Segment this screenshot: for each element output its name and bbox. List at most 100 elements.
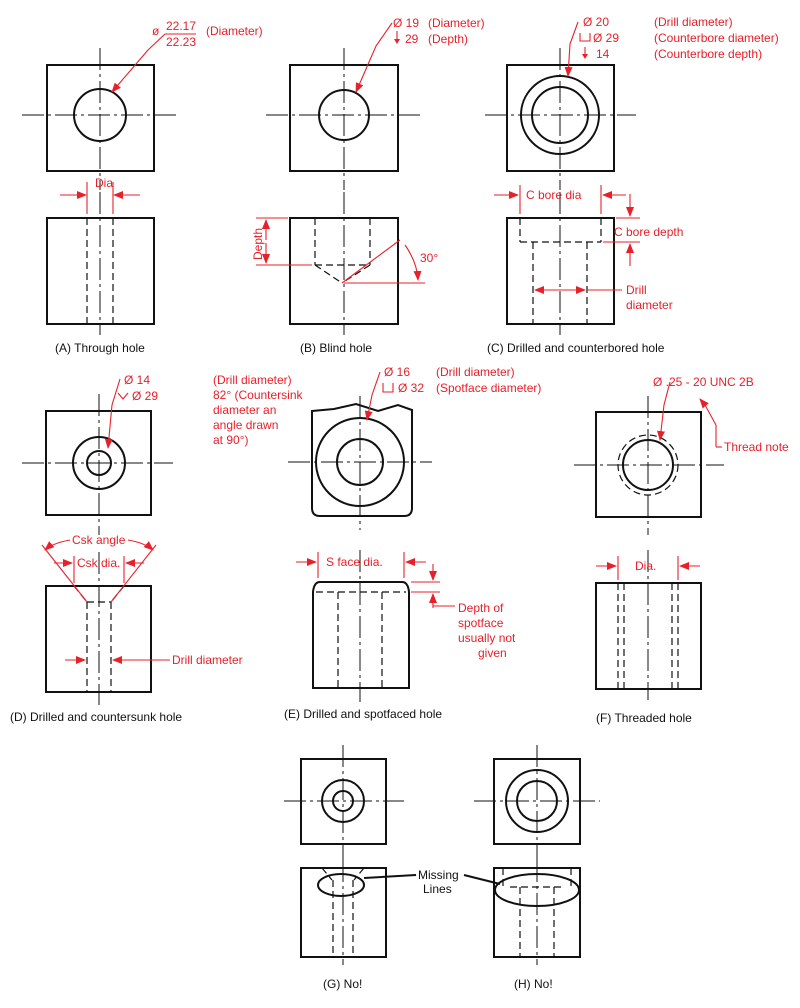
panel-d-csk-angle-label: Csk angle <box>72 533 126 547</box>
panel-b-diameter-note: (Diameter) <box>428 16 485 30</box>
panel-c-cbore-dia-label: C bore dia <box>526 188 582 202</box>
panel-c-counterbored-hole: Ø 20 (Drill diameter) Ø 29 (Counterbore … <box>485 15 779 355</box>
panel-e-top-view <box>288 396 432 530</box>
spotface-symbol-icon <box>382 383 394 393</box>
panel-h-incorrect: (H) No! <box>474 745 600 991</box>
panel-d-note-line-1: (Drill diameter) <box>213 373 292 387</box>
panel-b-angle-label: 30° <box>420 251 438 265</box>
panel-a-diameter-lower-limit: 22.23 <box>166 35 196 49</box>
panel-c-drill-note: (Drill diameter) <box>654 15 733 29</box>
missing-lines-label: Missing Lines <box>363 868 501 896</box>
panel-a-caption: (A) Through hole <box>55 341 145 355</box>
panel-g-caption: (G) No! <box>323 977 362 991</box>
panel-d-csk-dia-dimension: Csk dia. <box>54 556 144 583</box>
panel-g-top-view <box>284 745 404 860</box>
panel-a-front-view <box>46 192 155 335</box>
panel-d-csk-angle-dimension: Csk angle <box>41 533 157 603</box>
panel-d-callout: Ø 14 Ø 29 <box>104 373 158 449</box>
panel-f-dia-dimension: Dia. <box>596 556 700 580</box>
panel-c-top-view <box>485 48 636 190</box>
panel-e-sface-label: S face dia. <box>326 555 383 569</box>
panel-b-depth-note: (Depth) <box>428 32 468 46</box>
panel-e-spotface-value: Ø 32 <box>398 381 424 395</box>
panel-c-front-view <box>506 192 615 335</box>
panel-e-drill-value: Ø 16 <box>384 365 410 379</box>
panel-e-spotface-note: (Spotface diameter) <box>436 381 541 395</box>
panel-e-front-view <box>312 550 410 702</box>
panel-h-top-view <box>474 745 600 860</box>
panel-f-front-view <box>595 550 702 700</box>
panel-c-drill-label-1: Drill <box>626 283 647 297</box>
panel-e-sface-dimension: S face dia. <box>296 552 426 578</box>
panel-c-caption: (C) Drilled and counterbored hole <box>487 341 665 355</box>
panel-d-top-view <box>22 394 173 535</box>
countersink-symbol-icon <box>117 392 129 400</box>
counterbore-symbol-icon <box>579 33 591 42</box>
panel-d-csk-value: Ø 29 <box>132 389 158 403</box>
panel-d-note-line-5: at 90°) <box>213 433 248 447</box>
panel-a-callout: ø 22.17 22.23 (Diameter) <box>111 19 263 93</box>
panel-d-note-line-4: angle drawn <box>213 418 278 432</box>
panel-e-depth-line-1: Depth of <box>458 601 504 615</box>
panel-e-depth-dimension: Depth of spotface usually not given <box>411 564 516 660</box>
panel-a-leader <box>111 33 166 93</box>
panel-c-depth-value: 14 <box>596 47 610 61</box>
panel-a-diameter-symbol: ø <box>152 24 160 38</box>
panel-d-note-line-2: 82° (Countersink <box>213 388 304 402</box>
panel-f-leader <box>657 381 671 441</box>
panel-c-drill-dimension: Drill diameter <box>534 283 673 312</box>
panel-a-through-hole: ø 22.17 22.23 (Diameter) Dia (A) Through… <box>22 19 263 355</box>
panel-f-thread-note-leader <box>699 398 717 426</box>
panel-e-depth-line-3: usually not <box>458 631 516 645</box>
panel-f-top-view <box>574 396 724 535</box>
panel-b-front-view <box>289 192 399 335</box>
panel-b-angle-dimension: 30° <box>341 239 438 284</box>
panel-b-blind-hole: Ø 19 (Diameter) 29 (Depth) Depth <box>251 16 485 355</box>
panel-d-countersunk-hole: Ø 14 Ø 29 (Drill diameter) 82° (Counters… <box>10 373 304 724</box>
panel-a-dia-label: Dia <box>95 176 113 190</box>
panel-a-diameter-note: (Diameter) <box>206 24 263 38</box>
panel-c-leader <box>564 21 579 77</box>
panel-h-front-view <box>493 860 581 965</box>
panel-d-drill-label: Drill diameter <box>172 653 243 667</box>
panel-d-front-view <box>45 552 152 705</box>
panel-d-drill-dimension: Drill diameter <box>65 653 243 667</box>
panel-d-note-line-3: diameter an <box>213 403 276 417</box>
panel-g-front-view <box>300 860 387 965</box>
panel-d-leader <box>104 378 121 449</box>
panel-c-drill-value: Ø 20 <box>583 15 609 29</box>
missing-lines-text-1: Missing <box>418 868 459 882</box>
panel-e-caption: (E) Drilled and spotfaced hole <box>284 707 442 721</box>
panel-e-spotfaced-hole: Ø 16 (Drill diameter) Ø 32 (Spotface dia… <box>284 365 541 721</box>
panel-b-diameter-value: Ø 19 <box>393 16 419 30</box>
panel-f-thread-callout: Ø .25 - 20 UNC 2B <box>653 375 754 389</box>
panel-c-cbore-dia-dimension: C bore dia <box>494 185 626 214</box>
panel-f-thread-note: Thread note <box>724 440 789 454</box>
panel-b-depth-label: Depth <box>251 228 265 260</box>
panel-e-depth-line-4: given <box>478 646 507 660</box>
panel-b-top-view <box>266 48 420 190</box>
panel-c-drill-label-2: diameter <box>626 298 673 312</box>
panel-b-caption: (B) Blind hole <box>300 341 372 355</box>
panel-a-dia-dimension: Dia <box>60 176 140 214</box>
panel-a-top-view <box>22 48 176 190</box>
panel-e-leader <box>364 371 381 421</box>
panel-d-note: (Drill diameter) 82° (Countersink diamet… <box>213 373 304 447</box>
panel-d-caption: (D) Drilled and countersunk hole <box>10 710 182 724</box>
panel-h-caption: (H) No! <box>514 977 553 991</box>
panel-d-csk-dia-label: Csk dia. <box>77 556 120 570</box>
panel-e-callout: Ø 16 (Drill diameter) Ø 32 (Spotface dia… <box>364 365 541 421</box>
panel-d-drill-value: Ø 14 <box>124 373 150 387</box>
panel-e-depth-line-2: spotface <box>458 616 504 630</box>
panel-e-drill-note: (Drill diameter) <box>436 365 515 379</box>
panel-g-incorrect: (G) No! <box>284 745 404 991</box>
panel-a-diameter-upper-limit: 22.17 <box>166 19 196 33</box>
panel-b-depth-value: 29 <box>405 32 419 46</box>
panel-c-depth-note: (Counterbore depth) <box>654 47 762 61</box>
panel-f-caption: (F) Threaded hole <box>596 711 692 725</box>
panel-f-dia-label: Dia. <box>635 559 656 573</box>
panel-b-callout: Ø 19 (Diameter) 29 (Depth) <box>355 16 485 93</box>
missing-lines-text-2: Lines <box>423 882 452 896</box>
panel-c-cbore-value: Ø 29 <box>593 31 619 45</box>
panel-b-leader <box>355 22 393 93</box>
